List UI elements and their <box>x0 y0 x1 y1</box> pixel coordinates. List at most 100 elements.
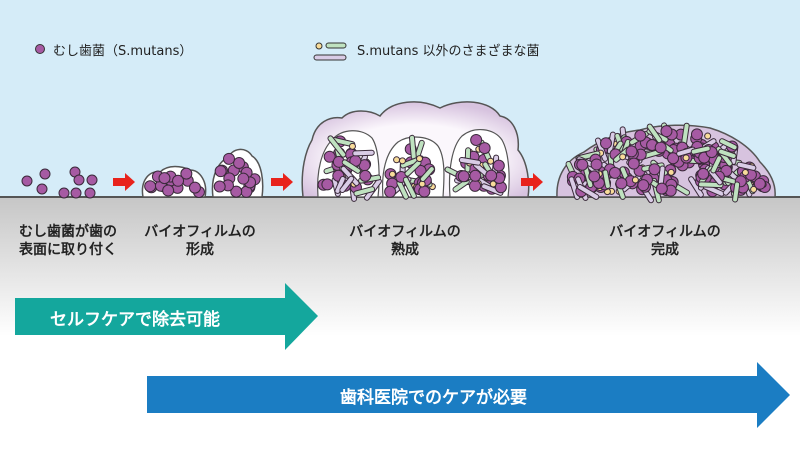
rod-bacterium <box>708 169 723 186</box>
rod-bacterium <box>732 181 741 203</box>
stage-label-line: むし歯菌が歯の <box>19 224 117 240</box>
mutans-bacterium <box>21 175 33 187</box>
stage-label-attach: むし歯菌が歯の 表面に取り付く <box>8 223 128 259</box>
coccus-bacterium <box>398 157 406 165</box>
mutans-bacterium <box>214 165 227 178</box>
coccus-bacterium <box>487 157 495 165</box>
red-arrow-icon <box>271 173 293 191</box>
mutans-bacterium <box>36 183 48 195</box>
mutans-bacterium <box>172 174 185 187</box>
mutans-bacterium <box>418 185 431 198</box>
rod-bacterium <box>718 148 737 160</box>
mutans-bacterium <box>590 158 603 171</box>
mutans-bacterium <box>323 150 336 163</box>
mutans-bacterium <box>237 172 250 185</box>
rod-bacterium <box>736 161 757 171</box>
stage-label-line: 形成 <box>186 242 214 258</box>
rod-bacterium <box>402 176 417 199</box>
rod-bacterium <box>719 138 738 151</box>
stage-label-line: 熟成 <box>391 242 419 258</box>
mutans-bacterium <box>144 180 157 193</box>
mutans-bacterium <box>648 163 661 176</box>
rod-bacterium <box>576 184 600 200</box>
mutans-bacterium <box>180 167 193 180</box>
mutans-bacterium <box>599 137 612 150</box>
mutans-bacterium <box>576 158 589 171</box>
mutans-bacterium <box>86 174 98 186</box>
self-care-arrow <box>15 283 318 350</box>
coccus-bacterium <box>631 176 639 184</box>
stage-label-line: バイオフィルムの <box>349 224 461 240</box>
mutans-bacterium <box>485 169 498 182</box>
dental-care-arrow <box>147 362 790 428</box>
mutans-bacterium <box>230 185 243 198</box>
mutans-bacterium <box>470 133 483 146</box>
mutans-bacterium <box>469 179 482 192</box>
coccus-bacterium <box>388 170 396 178</box>
stage-label-line: 完成 <box>651 242 679 258</box>
coccus-bacterium <box>682 154 690 162</box>
rod-bacterium <box>458 157 482 166</box>
mutans-bacterium <box>359 169 372 182</box>
mutans-bacterium <box>39 168 51 180</box>
rod-bacterium <box>710 155 723 174</box>
coccus-bacterium <box>416 155 424 163</box>
stage-label-line: バイオフィルムの <box>609 224 721 240</box>
legend-others-label: S.mutans 以外のさまざまな菌 <box>357 44 540 59</box>
mutans-bacterium <box>627 157 640 170</box>
rod-bacterium <box>341 159 361 174</box>
red-arrow-icon <box>521 173 543 191</box>
legend-other-bacteria-icon <box>313 42 347 61</box>
mutans-bacterium <box>457 170 470 183</box>
mutans-bacterium <box>70 187 82 199</box>
mutans-bacterium <box>321 178 334 191</box>
mutans-bacterium <box>655 182 668 195</box>
coccus-bacterium <box>704 132 712 140</box>
mutans-bacterium <box>660 125 673 138</box>
dental-care-label: 歯科医院でのケアが必要 <box>340 388 527 408</box>
red-arrow-icon <box>113 173 135 191</box>
mutans-bacterium <box>637 179 650 192</box>
mutans-bacterium <box>84 187 96 199</box>
mutans-bacterium <box>478 142 491 155</box>
mutans-bacterium <box>162 184 175 197</box>
rod-bacterium <box>602 169 611 189</box>
coccus-bacterium <box>750 185 758 193</box>
mutans-bacterium <box>73 174 85 186</box>
mutans-bacterium <box>697 167 710 180</box>
rod-bacterium <box>690 145 711 155</box>
bacteria-layer <box>21 122 771 204</box>
mutans-bacterium <box>588 170 601 183</box>
coccus-bacterium <box>393 156 401 164</box>
mutans-bacterium <box>608 166 621 179</box>
mutans-bacterium <box>233 157 246 170</box>
rod-bacterium <box>419 166 435 183</box>
mutans-bacterium <box>158 172 171 185</box>
mutans-bacterium <box>625 145 638 158</box>
mutans-bacterium <box>492 159 505 172</box>
legend-mutans-icon <box>35 44 45 54</box>
mutans-bacterium <box>188 181 201 194</box>
mutans-bacterium <box>615 177 628 190</box>
self-care-label: セルフケアで除去可能 <box>50 310 220 330</box>
mutans-bacterium <box>690 128 703 141</box>
mutans-bacterium <box>384 185 397 198</box>
coccus-bacterium <box>348 142 356 150</box>
stage-label-line: バイオフィルムの <box>144 224 256 240</box>
mutans-bacterium <box>414 164 427 177</box>
mutans-bacterium <box>634 129 647 142</box>
mutans-bacterium <box>222 152 235 165</box>
stage-label-complete: バイオフィルムの 完成 <box>605 223 725 259</box>
rod-bacterium <box>339 175 355 193</box>
stage-label-formation: バイオフィルムの 形成 <box>140 223 260 259</box>
stage-label-line: 表面に取り付く <box>19 242 117 258</box>
rod-bacterium <box>327 135 347 158</box>
rod-bacterium <box>646 123 663 144</box>
stage-label-maturation: バイオフィルムの 熟成 <box>345 223 465 259</box>
mutans-bacterium <box>667 152 680 165</box>
rod-bacterium <box>353 186 376 197</box>
legend-mutans-label: むし歯菌（S.mutans） <box>53 44 193 59</box>
mutans-bacterium <box>58 187 70 199</box>
coccus-bacterium <box>619 153 627 161</box>
